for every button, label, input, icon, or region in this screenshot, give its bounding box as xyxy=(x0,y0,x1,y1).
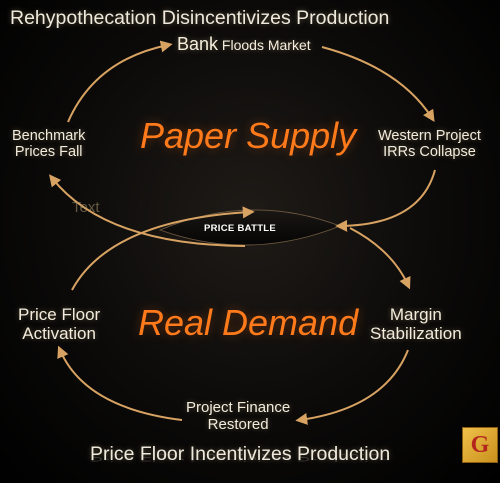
ghost-placeholder-text: Text xyxy=(72,199,100,216)
margin-line-2: Stabilization xyxy=(370,324,462,344)
margin-line-1: Margin xyxy=(389,305,442,324)
arrow-western-to-battle xyxy=(335,169,436,232)
arrow-battle-to-benchmark xyxy=(49,174,246,247)
floods-market-label: Floods Market xyxy=(218,37,311,53)
arrow-bank-to-western xyxy=(321,46,435,123)
benchmark-line-2: Prices Fall xyxy=(14,144,83,161)
node-margin-stabilization: Margin Stabilization xyxy=(370,305,462,343)
arrow-benchmark-to-bank xyxy=(67,40,173,123)
western-line-1: Western Project xyxy=(378,128,481,144)
arrow-margin-to-project xyxy=(295,349,409,425)
top-title: Rehypothecation Disincentivizes Producti… xyxy=(10,7,390,29)
arrow-project-to-price-floor xyxy=(57,345,183,421)
price-floor-line-1: Price Floor xyxy=(18,305,101,324)
paper-supply-label: Paper Supply xyxy=(140,115,357,156)
bank-label: Bank xyxy=(177,34,219,54)
node-benchmark-prices: Benchmark Prices Fall xyxy=(12,128,85,160)
arrow-battle-to-margin xyxy=(349,227,411,290)
western-line-2: IRRs Collapse xyxy=(383,144,476,161)
node-project-finance-restored: Project Finance Restored xyxy=(186,399,291,434)
bottom-title-reflection: Price Floor Incentivizes Production xyxy=(90,451,391,464)
price-battle-label: PRICE BATTLE xyxy=(204,223,277,234)
real-demand-label: Real Demand xyxy=(138,302,359,343)
node-price-floor-activation: Price Floor Activation xyxy=(18,305,100,343)
logo-letter: G xyxy=(470,431,490,458)
arrow-price-floor-to-battle xyxy=(71,206,255,291)
project-finance-line-2: Restored xyxy=(207,415,269,433)
node-bank-floods-market: Bank Floods Market xyxy=(177,34,311,54)
project-finance-line-1: Project Finance xyxy=(186,399,291,416)
benchmark-line-1: Benchmark xyxy=(12,128,86,144)
bottom-title: Price Floor Incentivizes Production xyxy=(90,443,391,465)
g-logo-icon: G xyxy=(462,427,498,463)
price-floor-line-2: Activation xyxy=(22,324,96,344)
node-western-project: Western Project IRRs Collapse xyxy=(378,128,481,160)
